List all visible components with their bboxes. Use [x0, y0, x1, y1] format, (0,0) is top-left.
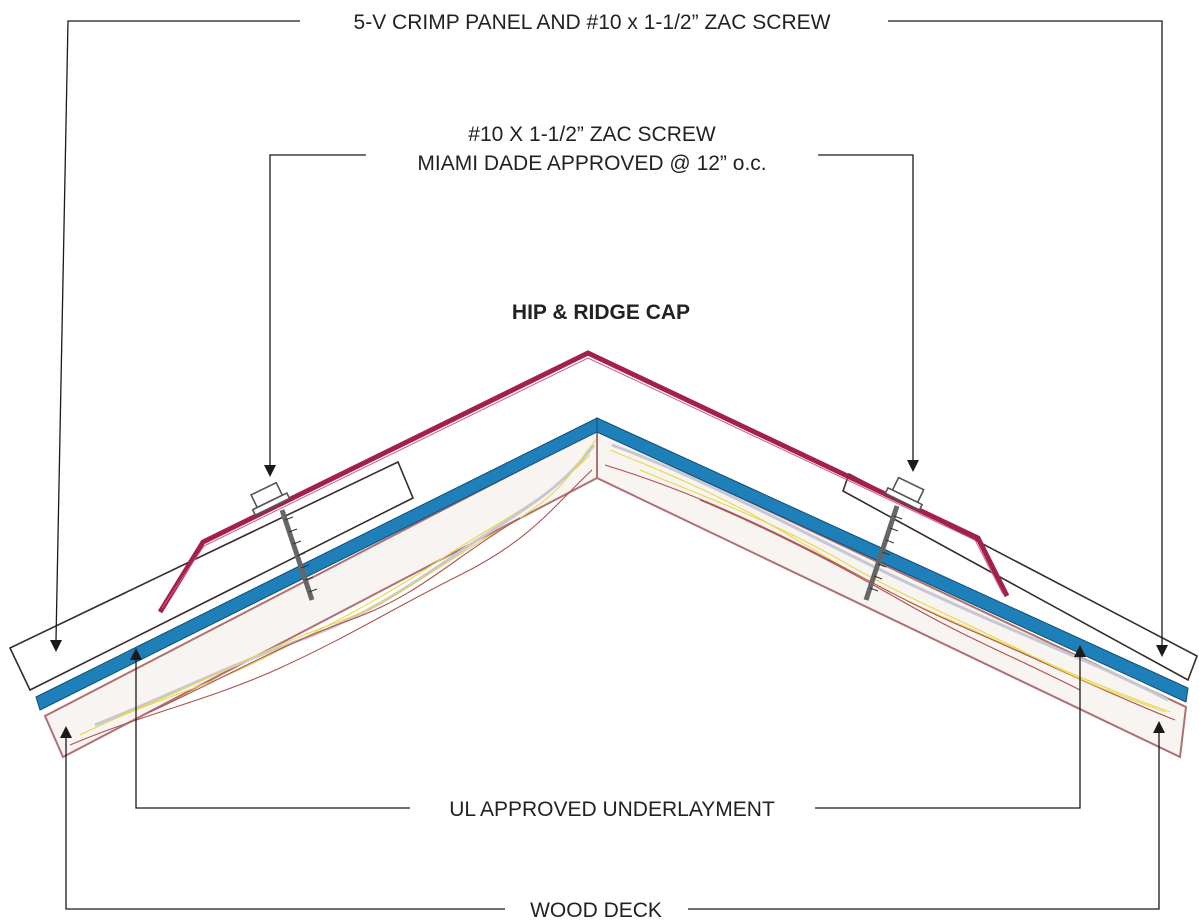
arrowhead-icon [1153, 721, 1165, 733]
underlayment [35, 417, 1189, 711]
ridge-cap [157, 350, 1010, 614]
panel-leader [50, 20, 1168, 657]
wood-deck-label: WOOD DECK [530, 899, 662, 921]
wood-deck-leader [60, 721, 1165, 910]
wood-deck [43, 428, 1188, 759]
diagram-title: HIP & RIDGE CAP [512, 301, 690, 324]
zac-screw-label-line1: #10 X 1-1/2” ZAC SCREW [468, 123, 716, 146]
arrowhead-icon [907, 460, 919, 472]
arrowhead-icon [130, 648, 142, 660]
arrowhead-icon [264, 465, 276, 477]
left-screw [249, 481, 318, 601]
underlayment-left [35, 417, 598, 711]
wood-deck-left [43, 428, 598, 759]
panel-screw-label: 5-V CRIMP PANEL AND #10 x 1-1/2” ZAC SCR… [354, 11, 831, 34]
zac-screw-label-line2: MIAMI DADE APPROVED @ 12” o.c. [417, 152, 766, 175]
ridge-cap-line [157, 350, 1010, 614]
hex-head-screw-icon [249, 481, 291, 517]
arrowhead-icon [1074, 645, 1086, 657]
underlayment-leader [130, 645, 1086, 809]
right-screw [863, 476, 925, 601]
wood-deck-right [596, 428, 1188, 759]
screw-leader [264, 154, 919, 477]
ridge-cap-highlight [161, 357, 1004, 609]
underlayment-label: UL APPROVED UNDERLAYMENT [449, 798, 775, 821]
arrowhead-icon [1156, 645, 1168, 657]
crimp-panel-left [8, 460, 415, 692]
arrowhead-icon [50, 640, 62, 652]
arrowhead-icon [60, 726, 72, 738]
hex-head-screw-icon [884, 476, 925, 512]
underlayment-right [596, 417, 1189, 703]
